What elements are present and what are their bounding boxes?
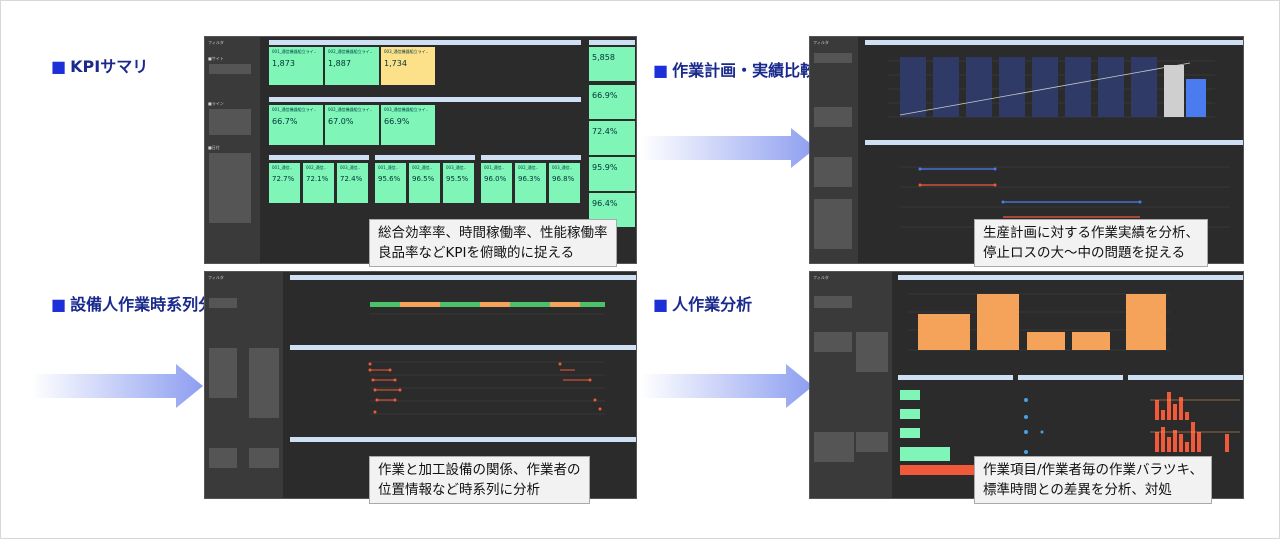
panel-header <box>589 40 635 45</box>
kpi-card-oee-2[interactable]: 002_通信機器組立ライ..67.0% <box>325 105 379 145</box>
human-work-charts: フィルタ <box>813 274 1243 475</box>
panel-header <box>269 155 369 160</box>
arrow-into-timeseries <box>31 364 203 408</box>
panel-header <box>269 40 581 45</box>
bullet-marker: ■ <box>653 61 669 80</box>
plan-actual-charts: フィルタ <box>813 39 1243 249</box>
timeseries-charts: フィルタ <box>208 274 636 468</box>
heading-kpi-summary: ■KPIサマリ <box>51 57 149 76</box>
screenshot-human-work: フィルタ <box>809 271 1244 499</box>
svg-text:フィルタ: フィルタ <box>208 274 224 280</box>
kpi-card-quality-3[interactable]: 003_通信..96.8% <box>549 163 580 203</box>
kpi-card-total-output[interactable]: 5,858 <box>589 47 635 81</box>
caption-kpi: 総合効率率、時間稼働率、性能稼働率 良品率などKPIを俯瞰的に捉える <box>369 219 617 267</box>
kpi-card-total-oee[interactable]: 66.9% <box>589 85 635 119</box>
heading-timeseries: ■設備人作業時系列分析 <box>51 295 231 314</box>
filter-sidebar <box>205 37 260 263</box>
caption-human: 作業項目/作業者毎の作業バラツキ、 標準時間との差異を分析、対処 <box>974 456 1213 504</box>
heading-plan-actual: ■作業計画・実績比較 <box>653 61 817 80</box>
arrow-kpi-to-plan <box>641 128 816 168</box>
kpi-card-availability-1[interactable]: 001_通信..72.7% <box>269 163 300 203</box>
svg-text:■サイト: ■サイト <box>208 56 224 61</box>
panel-header <box>481 155 581 160</box>
kpi-card-quality-2[interactable]: 002_通信..96.3% <box>515 163 546 203</box>
heading-human-work: ■人作業分析 <box>653 295 753 314</box>
kpi-card-performance-3[interactable]: 003_通信..95.5% <box>443 163 474 203</box>
bullet-marker: ■ <box>653 295 669 314</box>
kpi-card-output-1[interactable]: 001_通信機器組立ライ..1,873 <box>269 47 323 85</box>
kpi-card-total-performance[interactable]: 95.9% <box>589 157 635 191</box>
panel-header <box>269 97 581 102</box>
bullet-marker: ■ <box>51 57 67 76</box>
kpi-card-oee-1[interactable]: 001_通信機器組立ライ..66.7% <box>269 105 323 145</box>
svg-text:フィルタ: フィルタ <box>208 39 224 45</box>
svg-text:フィルタ: フィルタ <box>813 39 829 45</box>
bullet-marker: ■ <box>51 295 67 314</box>
kpi-card-output-3[interactable]: 003_通信機器組立ライ..1,734 <box>381 47 435 85</box>
kpi-card-performance-1[interactable]: 001_通信..95.6% <box>375 163 406 203</box>
kpi-card-oee-3[interactable]: 003_通信機器組立ライ..66.9% <box>381 105 435 145</box>
svg-text:■日付: ■日付 <box>208 144 220 150</box>
caption-plan: 生産計画に対する作業実績を分析、 停止ロスの大〜中の問題を捉える <box>974 219 1208 267</box>
kpi-card-output-2[interactable]: 002_通信機器組立ライ..1,887 <box>325 47 379 85</box>
kpi-card-availability-3[interactable]: 003_通信..72.4% <box>337 163 368 203</box>
filter-sidebar-content: フィルタ ■サイト ■ライン ■日付 <box>208 39 251 223</box>
svg-text:フィルタ: フィルタ <box>813 274 829 280</box>
arrow-timeseries-to-human <box>641 364 813 408</box>
svg-text:■ライン: ■ライン <box>208 100 224 106</box>
kpi-card-total-availability[interactable]: 72.4% <box>589 121 635 155</box>
kpi-card-availability-2[interactable]: 002_通信..72.1% <box>303 163 334 203</box>
kpi-card-quality-1[interactable]: 001_通信..96.0% <box>481 163 512 203</box>
kpi-card-performance-2[interactable]: 002_通信..96.5% <box>409 163 440 203</box>
caption-timeseries: 作業と加工設備の関係、作業者の 位置情報など時系列に分析 <box>369 456 590 504</box>
panel-header <box>375 155 475 160</box>
